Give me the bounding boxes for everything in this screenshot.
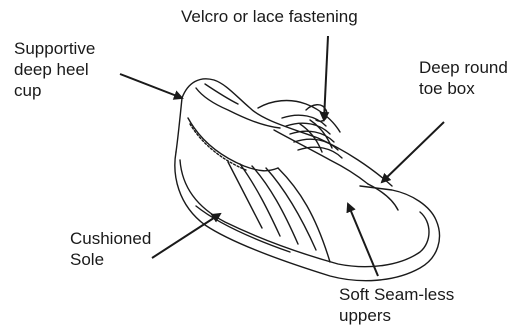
upper-outline [182,79,392,186]
arrow-icon [120,74,182,98]
arrow-icon [152,214,220,258]
label-heel-line2: deep heel [14,59,95,80]
arrow-icon [324,36,328,120]
arrow-icon [348,204,378,276]
arrows [120,36,444,276]
label-heel-cup: Supportive deep heel cup [14,38,95,101]
sole-top-line [180,160,429,267]
tongue [258,101,340,132]
label-heel-line1: Supportive [14,38,95,59]
collar-inner [196,88,280,128]
heel-collar [176,98,182,152]
label-velcro: Velcro or lace fastening [181,6,358,27]
label-toe-line1: Deep round [419,57,508,78]
label-toe-line2: toe box [419,78,508,99]
label-sole-line2: Sole [70,249,151,270]
arrow-icon [382,122,444,182]
label-velcro-text: Velcro or lace fastening [181,6,358,27]
shoe-illustration [175,79,440,281]
heel-panel [188,118,278,171]
label-seamless-uppers: Soft Seam-less uppers [339,284,454,326]
label-upper-line1: Soft Seam-less [339,284,454,305]
label-sole-line1: Cushioned [70,228,151,249]
label-heel-line3: cup [14,80,95,101]
label-upper-line2: uppers [339,305,454,326]
label-toe-box: Deep round toe box [419,57,508,99]
label-cushioned-sole: Cushioned Sole [70,228,151,270]
